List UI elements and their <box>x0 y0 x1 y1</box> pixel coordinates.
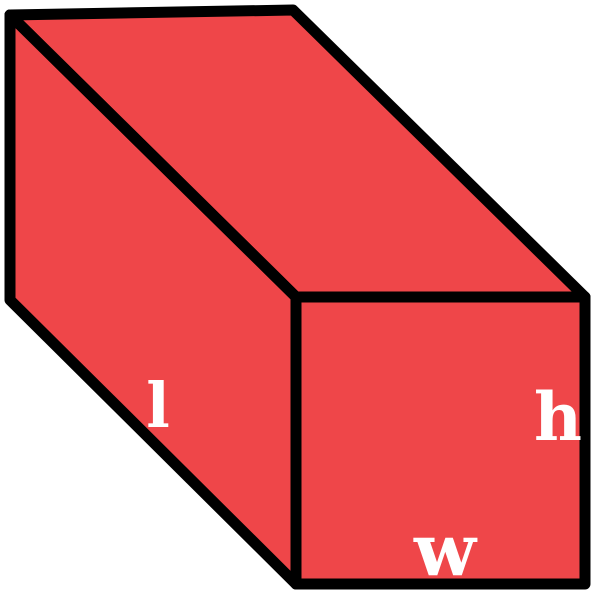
prism-front-face <box>290 291 591 590</box>
prism-top-edge <box>4 9 302 303</box>
height-label: h <box>534 378 582 456</box>
length-label: l <box>146 369 170 442</box>
width-label: w <box>413 507 478 592</box>
